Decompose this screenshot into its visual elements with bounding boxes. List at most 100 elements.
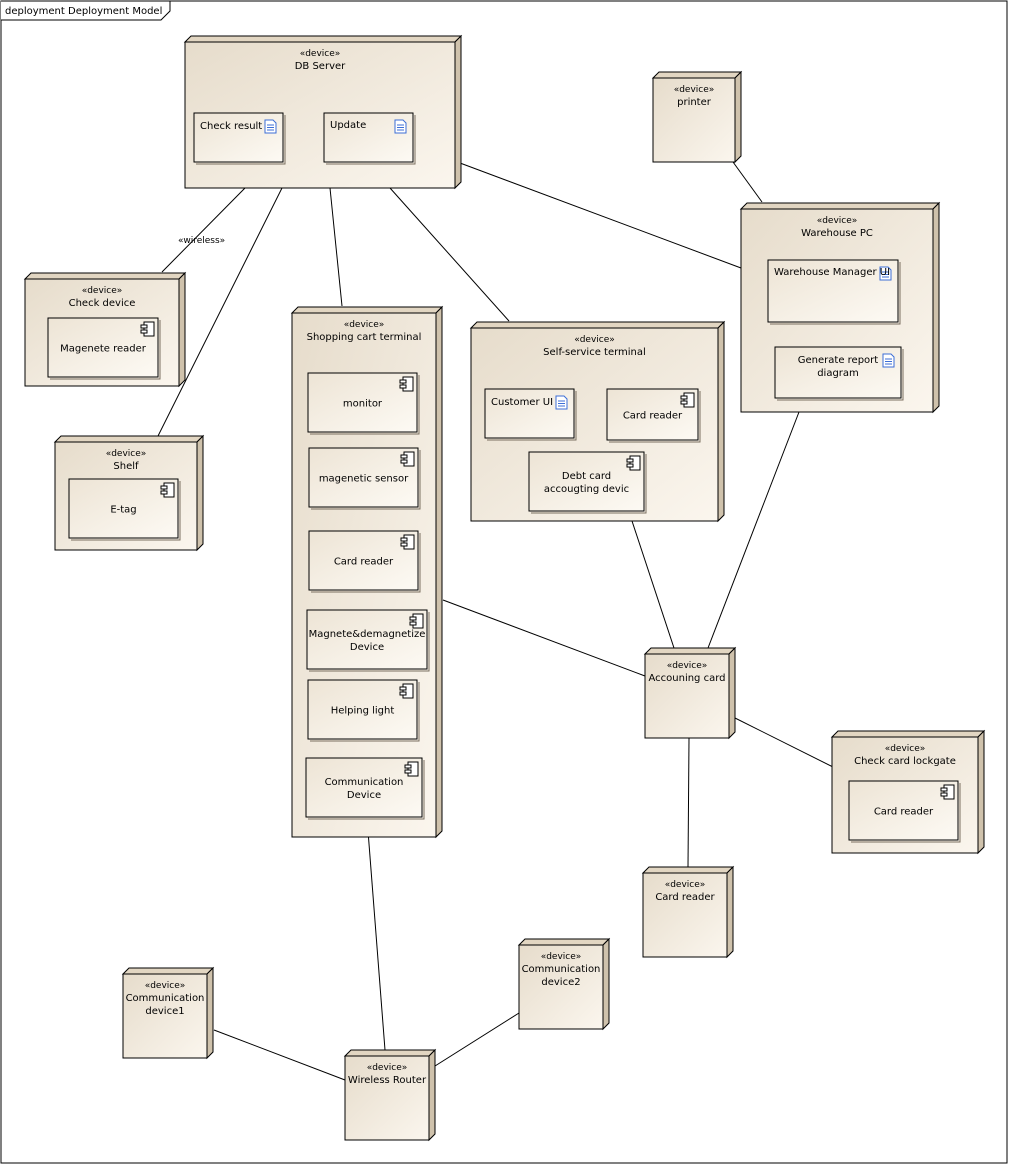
component-label: Card reader xyxy=(623,411,683,422)
node-name: Wireless Router xyxy=(348,1075,427,1086)
link-db-selfservice[interactable] xyxy=(389,187,510,322)
link-cart-accounting[interactable] xyxy=(442,599,646,677)
stereotype-label: «device» xyxy=(574,335,615,345)
stereotype-label: «device» xyxy=(541,952,582,962)
link-db-cart[interactable] xyxy=(329,187,343,307)
node-name: Check card lockgate xyxy=(854,756,956,767)
link-warehouse-accounting[interactable] xyxy=(707,411,800,649)
artifact-label: Warehouse Manager UI xyxy=(774,267,890,278)
node-shopping-cart-terminal[interactable]: «device» Shopping cart terminal monitor mag… xyxy=(290,305,444,839)
node-name: Accouning card xyxy=(648,673,725,684)
stereotype-label: «device» xyxy=(885,744,926,754)
node-name: Communication xyxy=(522,964,601,975)
artifact-icon xyxy=(394,119,407,134)
component-label: Communication xyxy=(325,777,404,788)
artifact-label: Generate report xyxy=(798,355,879,366)
stereotype-label: «device» xyxy=(367,1063,408,1073)
artifact-update[interactable]: Update xyxy=(323,112,416,165)
stereotype-label: «device» xyxy=(674,85,715,95)
component-label: E-tag xyxy=(110,505,136,516)
stereotype-label: «device» xyxy=(300,49,341,59)
artifact-label: Check result xyxy=(200,121,262,132)
node-name: Communication xyxy=(126,993,205,1004)
link-db-check-device[interactable] xyxy=(161,187,246,273)
component-helping-light[interactable]: Helping light xyxy=(307,679,420,742)
link-accounting-lockgate[interactable] xyxy=(734,717,850,776)
component-card-reader[interactable]: Card reader xyxy=(308,530,421,593)
component-label: Magnete&demagnetize xyxy=(309,629,426,640)
node-name: Shelf xyxy=(113,461,139,472)
component-label: Card reader xyxy=(334,557,394,568)
component-label: monitor xyxy=(343,399,383,410)
node-name: Card reader xyxy=(655,892,715,903)
link-comm2-router[interactable] xyxy=(434,1012,520,1067)
artifact-customer-ui[interactable]: Customer UI xyxy=(484,388,577,441)
link-selfservice-accounting[interactable] xyxy=(631,520,675,649)
component-debt-card-accougting-devic[interactable]: Debt card accougting devic xyxy=(528,451,647,514)
component-label: Magenete reader xyxy=(60,344,147,355)
stereotype-label: «device» xyxy=(145,981,186,991)
link-db-warehouse[interactable] xyxy=(459,162,742,269)
node-printer[interactable]: «device» printer xyxy=(651,70,743,164)
artifact-label: Customer UI xyxy=(491,397,553,408)
component-label: accougting devic xyxy=(544,484,629,495)
artifact-icon xyxy=(264,119,277,134)
artifact-warehouse-manager-ui[interactable]: Warehouse Manager UI xyxy=(767,259,901,325)
link-db-shelf[interactable] xyxy=(157,187,283,437)
component-magenete-reader[interactable]: Magenete reader xyxy=(47,317,161,380)
node-warehouse-pc[interactable]: «device» Warehouse PC Warehouse Manager UI… xyxy=(739,201,941,414)
node-name: Shopping cart terminal xyxy=(307,332,422,343)
stereotype-label: «device» xyxy=(817,216,858,226)
artifact-label: diagram xyxy=(817,368,859,379)
stereotype-label: «device» xyxy=(82,286,123,296)
link-commdevice-router[interactable] xyxy=(366,817,386,1051)
component-e-tag[interactable]: E-tag xyxy=(68,478,181,541)
component-monitor[interactable]: monitor xyxy=(307,372,420,435)
artifact-icon xyxy=(555,395,568,410)
stereotype-label: «device» xyxy=(344,320,385,330)
node-communication-device2[interactable]: «device» Communication device2 xyxy=(517,937,611,1031)
node-name: device1 xyxy=(145,1006,184,1017)
link-accounting-cardreader[interactable] xyxy=(687,737,690,868)
component-label: Device xyxy=(350,642,384,653)
stereotype-label: «device» xyxy=(667,661,708,671)
link-comm1-router[interactable] xyxy=(213,1029,346,1081)
component-label: Debt card xyxy=(562,471,611,482)
node-card-reader-node[interactable]: «device» Card reader xyxy=(641,865,735,959)
component-label: Device xyxy=(347,790,381,801)
component-label: Card reader xyxy=(874,807,934,818)
node-name: Check device xyxy=(69,298,136,309)
component-label: Helping light xyxy=(331,706,395,717)
node-name: device2 xyxy=(541,977,580,988)
node-name: printer xyxy=(677,97,712,108)
wireless-label: «wireless» xyxy=(178,236,225,246)
stereotype-label: «device» xyxy=(665,880,706,890)
link-printer-warehouse[interactable] xyxy=(732,161,763,203)
stereotype-label: «device» xyxy=(106,449,147,459)
connectors xyxy=(157,161,850,1081)
component-card-reader[interactable]: Card reader xyxy=(606,388,701,443)
node-name: Self-service terminal xyxy=(543,347,646,358)
node-wireless-router[interactable]: «device» Wireless Router xyxy=(343,1048,437,1142)
artifact-label: Update xyxy=(330,120,366,131)
artifact-check-result[interactable]: Check result xyxy=(193,112,286,165)
node-accounting-card[interactable]: «device» Accouning card xyxy=(643,646,737,740)
frame-title: deployment Deployment Model xyxy=(5,6,162,17)
node-name: Warehouse PC xyxy=(801,228,873,239)
artifact-generate-report-diagram[interactable]: Generate report diagram xyxy=(774,346,904,401)
component-label: magenetic sensor xyxy=(319,474,409,485)
artifact-icon xyxy=(882,353,895,368)
node-name: DB Server xyxy=(295,61,346,72)
node-communication-device1[interactable]: «device» Communication device1 xyxy=(121,966,215,1060)
component-card-reader[interactable]: Card reader xyxy=(848,780,961,843)
component-magenetic-sensor[interactable]: magenetic sensor xyxy=(308,447,421,510)
